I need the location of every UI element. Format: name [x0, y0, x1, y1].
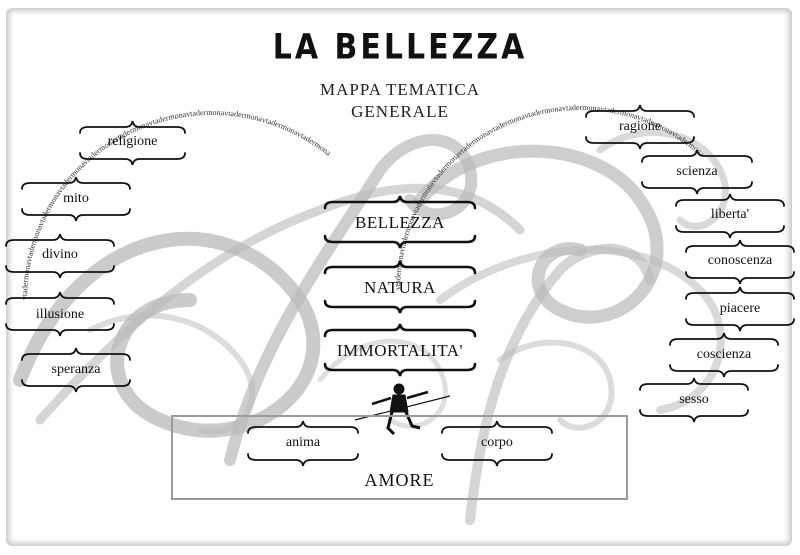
bracket-line: [323, 362, 477, 377]
right-node-liberta: liberta': [710, 207, 750, 222]
left-node-speranza: speranza: [51, 362, 101, 377]
bracket-line: [323, 260, 477, 275]
bracket-line: [5, 323, 115, 337]
page-frame: [6, 8, 792, 546]
bracket-line: [639, 409, 749, 423]
bracket-line: [323, 195, 477, 210]
bracket-line: [79, 120, 186, 134]
bracket-line: [685, 286, 795, 300]
right-node-coscienza: coscienza: [696, 347, 752, 362]
bracket-line: [323, 299, 477, 314]
bracket-line: [675, 193, 785, 207]
bracket-line: [441, 453, 553, 467]
bracket-line: [5, 291, 115, 305]
page-title: LA BELLEZZA: [272, 27, 528, 68]
amore-label: AMORE: [364, 470, 435, 490]
center-node-bellezza: BELLEZZA: [355, 213, 445, 232]
acrobat-figure-icon: [354, 383, 451, 436]
bracket-line: [639, 377, 749, 391]
bracket-line: [685, 239, 795, 253]
amore-node-anima: anima: [285, 435, 321, 450]
amore-box: [171, 415, 628, 500]
bracket-line: [441, 420, 553, 434]
bracket-line: [5, 265, 115, 279]
left-node-mito: mito: [63, 191, 89, 206]
bracket-line: [669, 364, 779, 378]
bracket-line: [247, 453, 359, 467]
left-node-religione: religione: [107, 134, 158, 149]
bracket-line: [685, 318, 795, 332]
subtitle-line-2: GENERALE: [351, 102, 449, 121]
center-node-immortalita: IMMORTALITA': [336, 341, 464, 360]
right-node-ragione: ragione: [619, 119, 661, 134]
bracket-line: [247, 420, 359, 434]
bracket-line: [21, 347, 131, 361]
bracket-line: [675, 225, 785, 239]
bracket-line: [323, 323, 477, 338]
bracket-line: [585, 136, 695, 150]
right-node-scienza: scienza: [676, 164, 718, 179]
right-node-conoscenza: conoscenza: [707, 253, 773, 268]
bracket-line: [641, 181, 753, 195]
bracket-line: [685, 271, 795, 285]
left-node-divino: divino: [42, 247, 78, 262]
right-node-sesso: sesso: [679, 392, 709, 407]
bracket-line: [585, 104, 695, 118]
bracket-line: [21, 176, 131, 190]
bracket-line: [669, 332, 779, 346]
bracket-line: [5, 233, 115, 247]
bracket-line: [21, 208, 131, 222]
swirl-ornament: [13, 129, 729, 525]
subtitle-line-1: MAPPA TEMATICA: [320, 80, 480, 99]
left-node-illusione: illusione: [35, 307, 85, 322]
bracket-line: [21, 379, 131, 393]
bracket-line: [641, 149, 753, 163]
bracket-layer: [5, 104, 795, 467]
bracket-line: [323, 234, 477, 249]
amore-node-corpo: corpo: [481, 435, 513, 450]
center-node-natura: NATURA: [364, 278, 436, 297]
bracket-line: [79, 152, 186, 166]
right-node-piacere: piacere: [719, 301, 761, 316]
